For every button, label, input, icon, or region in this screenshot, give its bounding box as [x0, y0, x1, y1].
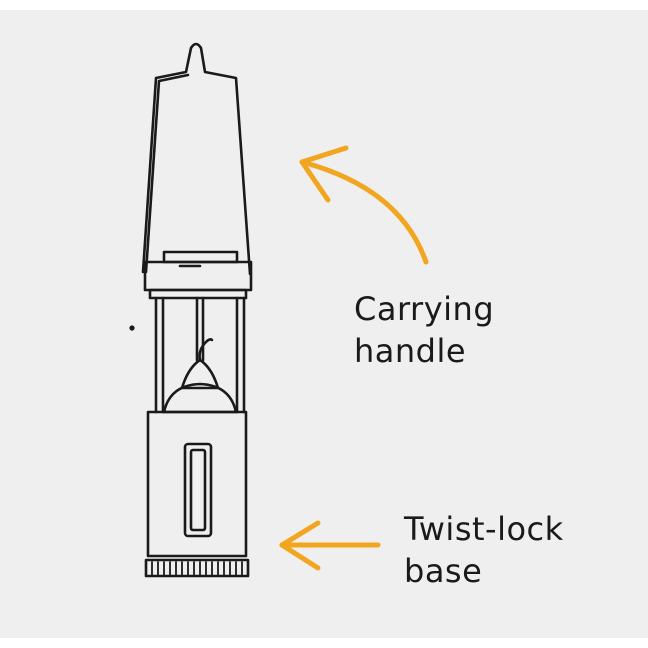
base-ring-knurl: [151, 561, 243, 576]
label-carrying-handle-line1: Carrying: [354, 290, 495, 328]
label-twist-lock-base: Twist-lock base: [404, 508, 564, 592]
dot: [129, 325, 135, 331]
label-carrying-handle-line2: handle: [354, 332, 467, 370]
label-carrying-handle: Carrying handle: [354, 288, 494, 372]
diagram-background: [0, 10, 648, 638]
lantern-icon: [129, 42, 253, 578]
handle-wire-inner: [144, 73, 190, 274]
base-window-inner: [189, 448, 207, 532]
label-twist-lock-base-line2: base: [404, 552, 483, 590]
candle-dome: [162, 382, 238, 414]
base-ring: [144, 558, 250, 578]
top-cap-lower: [148, 288, 248, 300]
base-window: [183, 442, 213, 538]
label-twist-lock-base-line1: Twist-lock: [404, 510, 564, 548]
candle-wick: [198, 338, 214, 362]
handle-wire: [141, 42, 252, 276]
top-cap: [162, 250, 239, 264]
curved-arrow-icon: [299, 145, 429, 265]
top-cap-body: [143, 260, 253, 292]
base-body: [146, 410, 248, 558]
left-arrow-icon: [279, 520, 381, 571]
